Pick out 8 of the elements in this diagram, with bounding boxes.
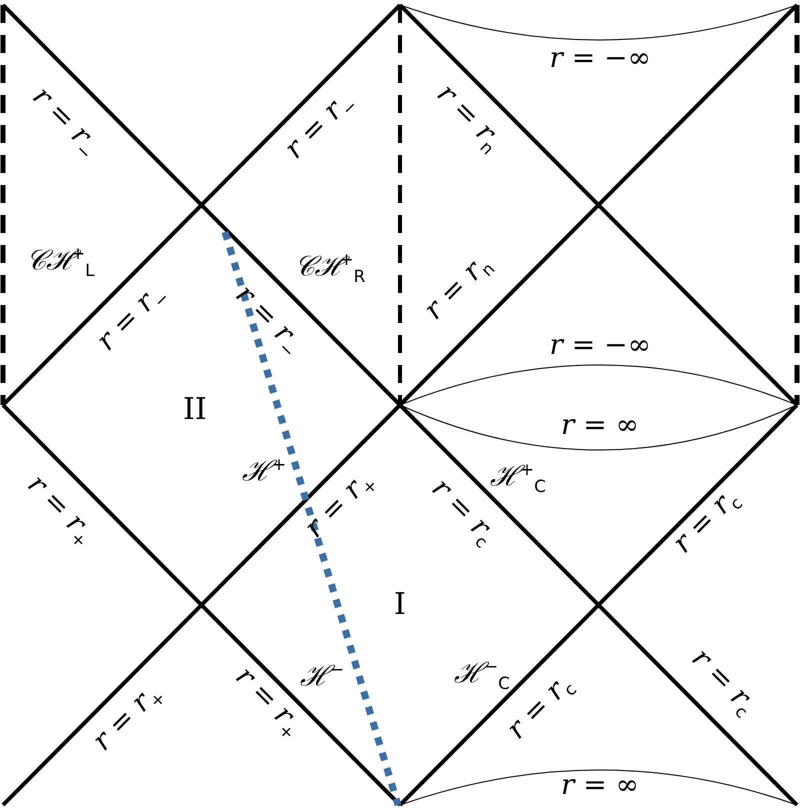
horizon-symbol: ℋ$^{−}$ <box>300 660 344 690</box>
boundary-label: r = ∞ <box>561 411 639 439</box>
boundary-label: r = −∞ <box>550 331 651 359</box>
region-numeral: II <box>183 395 207 425</box>
region-numeral: I <box>394 590 406 620</box>
boundary-label: r = −∞ <box>550 44 651 72</box>
boundary-label: r = ∞ <box>561 771 639 799</box>
horizon-symbol: ℋ$^{+}$ <box>242 456 286 485</box>
